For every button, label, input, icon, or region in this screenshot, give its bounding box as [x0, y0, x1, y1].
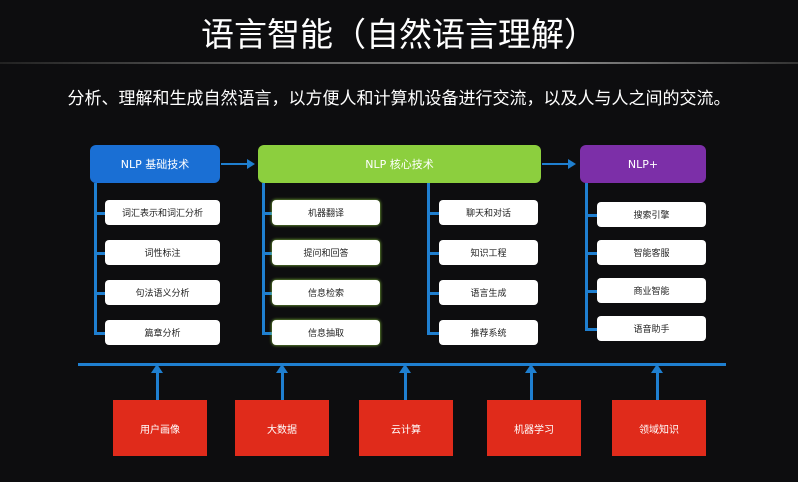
- list-item: 商业智能: [597, 278, 706, 303]
- arrow-connector: [221, 163, 249, 165]
- list-item: 信息抽取: [272, 320, 380, 345]
- arrow-head-icon: [568, 159, 576, 169]
- arrow-connector: [542, 163, 570, 165]
- arrow-up-shaft: [530, 372, 533, 400]
- list-item: 篇章分析: [105, 320, 220, 345]
- list-item: 智能客服: [597, 240, 706, 265]
- tree-branch: [427, 212, 439, 215]
- title-divider: [0, 62, 798, 64]
- list-item: 句法语义分析: [105, 280, 220, 305]
- foundation-box: 云计算: [359, 400, 453, 456]
- subtitle: 分析、理解和生成自然语言，以方便人和计算机设备进行交流，以及人与人之间的交流。: [67, 89, 731, 109]
- tree-branch: [94, 252, 106, 255]
- tree-branch: [94, 292, 106, 295]
- list-item: 知识工程: [439, 240, 538, 265]
- arrow-up-shaft: [404, 372, 407, 400]
- header-nlp-core: NLP 核心技术: [258, 145, 541, 183]
- arrow-head-icon: [247, 159, 255, 169]
- tree-branch: [585, 328, 599, 331]
- tree-branch: [262, 252, 272, 255]
- arrow-up-icon: [276, 364, 288, 373]
- list-item: 聊天和对话: [439, 200, 538, 225]
- tree-branch: [427, 252, 439, 255]
- foundation-box: 大数据: [235, 400, 329, 456]
- list-item: 提问和回答: [272, 240, 380, 265]
- tree-branch: [585, 214, 599, 217]
- list-item: 语言生成: [439, 280, 538, 305]
- tree-branch: [585, 290, 599, 293]
- header-nlp-plus: NLP+: [580, 145, 706, 183]
- foundation-box: 用户画像: [113, 400, 207, 456]
- arrow-up-icon: [651, 364, 663, 373]
- tree-branch: [262, 292, 272, 295]
- list-item: 词性标注: [105, 240, 220, 265]
- arrow-up-shaft: [156, 372, 159, 400]
- list-item: 词汇表示和词汇分析: [105, 200, 220, 225]
- tree-branch: [94, 332, 106, 335]
- arrow-up-shaft: [281, 372, 284, 400]
- page-title: 语言智能（自然语言理解）: [201, 15, 597, 54]
- arrow-up-icon: [525, 364, 537, 373]
- arrow-up-icon: [151, 364, 163, 373]
- foundation-box: 领域知识: [612, 400, 706, 456]
- tree-branch: [262, 332, 272, 335]
- arrow-up-icon: [399, 364, 411, 373]
- list-item: 推荐系统: [439, 320, 538, 345]
- tree-line: [427, 183, 430, 334]
- tree-branch: [427, 332, 439, 335]
- header-nlp-basic: NLP 基础技术: [90, 145, 220, 183]
- tree-branch: [94, 212, 106, 215]
- tree-line: [262, 183, 265, 334]
- list-item: 机器翻译: [272, 200, 380, 225]
- list-item: 搜索引擎: [597, 202, 706, 227]
- list-item: 语音助手: [597, 316, 706, 341]
- tree-branch: [262, 212, 272, 215]
- arrow-up-shaft: [656, 372, 659, 400]
- tree-line: [94, 183, 97, 334]
- tree-branch: [427, 292, 439, 295]
- foundation-box: 机器学习: [487, 400, 581, 456]
- tree-line: [585, 183, 588, 330]
- list-item: 信息检索: [272, 280, 380, 305]
- tree-branch: [585, 252, 599, 255]
